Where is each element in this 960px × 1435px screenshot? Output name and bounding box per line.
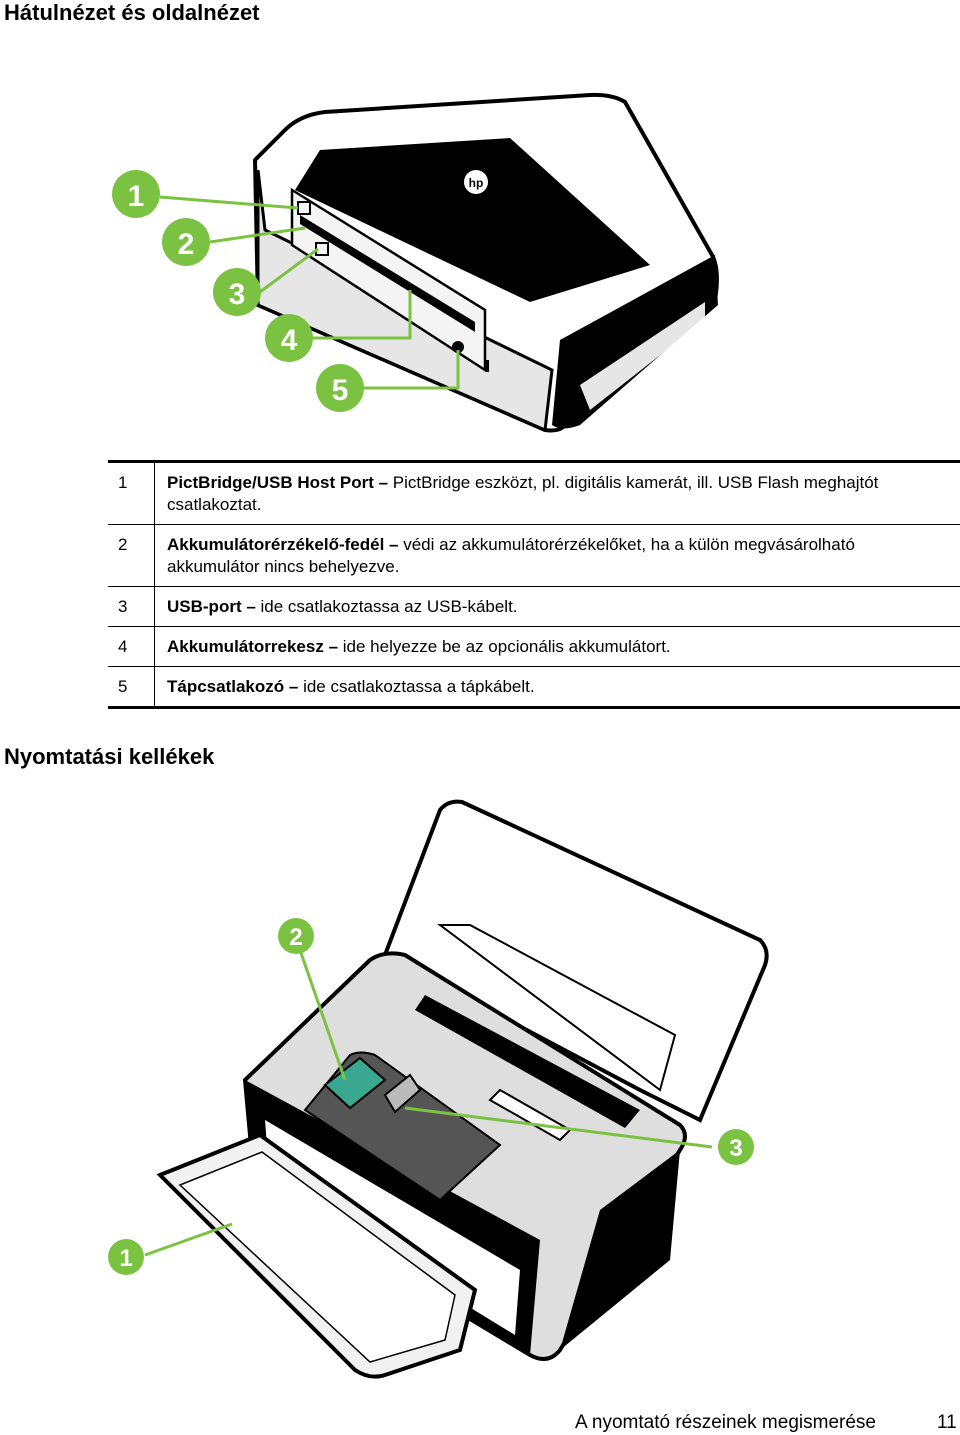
part-description: Tápcsatlakozó – ide csatlakoztassa a táp… <box>154 666 960 708</box>
part-description: USB-port – ide csatlakoztassa az USB-káb… <box>154 586 960 627</box>
table-row: 2 Akkumulátorérzékelő-fedél – védi az ak… <box>108 524 960 587</box>
callout-3-badge: 3 <box>213 268 261 316</box>
table-row: 5 Tápcsatlakozó – ide csatlakoztassa a t… <box>108 666 960 708</box>
part-text: védi az akkumulátorérzékelőket, ha a kül… <box>167 535 855 576</box>
part-term: Akkumulátorrekesz <box>167 637 324 656</box>
term-dash: – <box>284 677 304 696</box>
callout-badges: 1 2 3 4 5 <box>112 170 364 412</box>
callout-2-badge: 2 <box>278 918 314 954</box>
part-text: PictBridge eszközt, pl. digitális kamerá… <box>167 473 879 514</box>
callout-2-label: 2 <box>178 228 195 261</box>
footer-section-title: A nyomtató részeinek megismerése <box>575 1412 876 1433</box>
table-row: 3 USB-port – ide csatlakoztassa az USB-k… <box>108 586 960 627</box>
callout-3-label: 3 <box>229 278 246 311</box>
printer-body: hp <box>252 92 719 433</box>
callout-2-badge: 2 <box>162 218 210 266</box>
callout-1-badge: 1 <box>108 1239 144 1275</box>
part-term: Akkumulátorérzékelő-fedél <box>167 535 385 554</box>
part-number: 5 <box>108 666 155 708</box>
callout-1-label: 1 <box>128 180 145 213</box>
callout-4-badge: 4 <box>265 314 313 362</box>
term-dash: – <box>323 637 343 656</box>
callout-3-label: 3 <box>729 1135 742 1162</box>
parts-table: 1 PictBridge/USB Host Port – PictBridge … <box>108 460 960 709</box>
part-text: ide csatlakoztassa a tápkábelt. <box>303 677 535 696</box>
callout-leaders <box>159 195 460 390</box>
part-number: 3 <box>108 586 155 627</box>
part-text: ide helyezze be az opcionális akkumuláto… <box>342 637 671 656</box>
callout-3-badge: 3 <box>718 1129 754 1165</box>
printer-rear-view-illustration: hp 1 2 3 4 5 <box>112 92 719 433</box>
part-text: ide csatlakoztassa az USB-kábelt. <box>260 597 518 616</box>
part-number: 2 <box>108 524 155 587</box>
section-heading-supplies: Nyomtatási kellékek <box>4 744 215 769</box>
page-number: 11 <box>937 1412 957 1433</box>
printer-open-illustration: 1 2 3 <box>108 799 769 1379</box>
term-dash: – <box>241 597 261 616</box>
part-term: USB-port <box>167 597 242 616</box>
svg-text:hp: hp <box>469 176 484 190</box>
callout-5-label: 5 <box>332 374 349 407</box>
printer-open-body <box>156 799 769 1379</box>
callout-4-label: 4 <box>281 324 298 357</box>
part-number: 1 <box>108 461 155 525</box>
callout-1-label: 1 <box>119 1245 132 1272</box>
part-description: PictBridge/USB Host Port – PictBridge es… <box>155 462 960 525</box>
part-term: PictBridge/USB Host Port <box>167 473 374 492</box>
term-dash: – <box>373 473 393 492</box>
callout-leaders-2 <box>144 949 713 1257</box>
callout-1-badge: 1 <box>112 170 160 218</box>
table-row: 4 Akkumulátorrekesz – ide helyezze be az… <box>108 626 960 667</box>
part-term: Tápcsatlakozó <box>167 677 285 696</box>
callout-5-badge: 5 <box>316 364 364 412</box>
part-description: Akkumulátorérzékelő-fedél – védi az akku… <box>154 524 960 587</box>
table-row: 1 PictBridge/USB Host Port – PictBridge … <box>108 461 960 525</box>
section-heading-rear-side: Hátulnézet és oldalnézet <box>4 0 260 25</box>
part-number: 4 <box>108 626 155 667</box>
callout-2-label: 2 <box>289 924 302 951</box>
term-dash: – <box>384 535 404 554</box>
callout-badges-2: 1 2 3 <box>108 918 754 1275</box>
part-description: Akkumulátorrekesz – ide helyezze be az o… <box>154 626 960 667</box>
